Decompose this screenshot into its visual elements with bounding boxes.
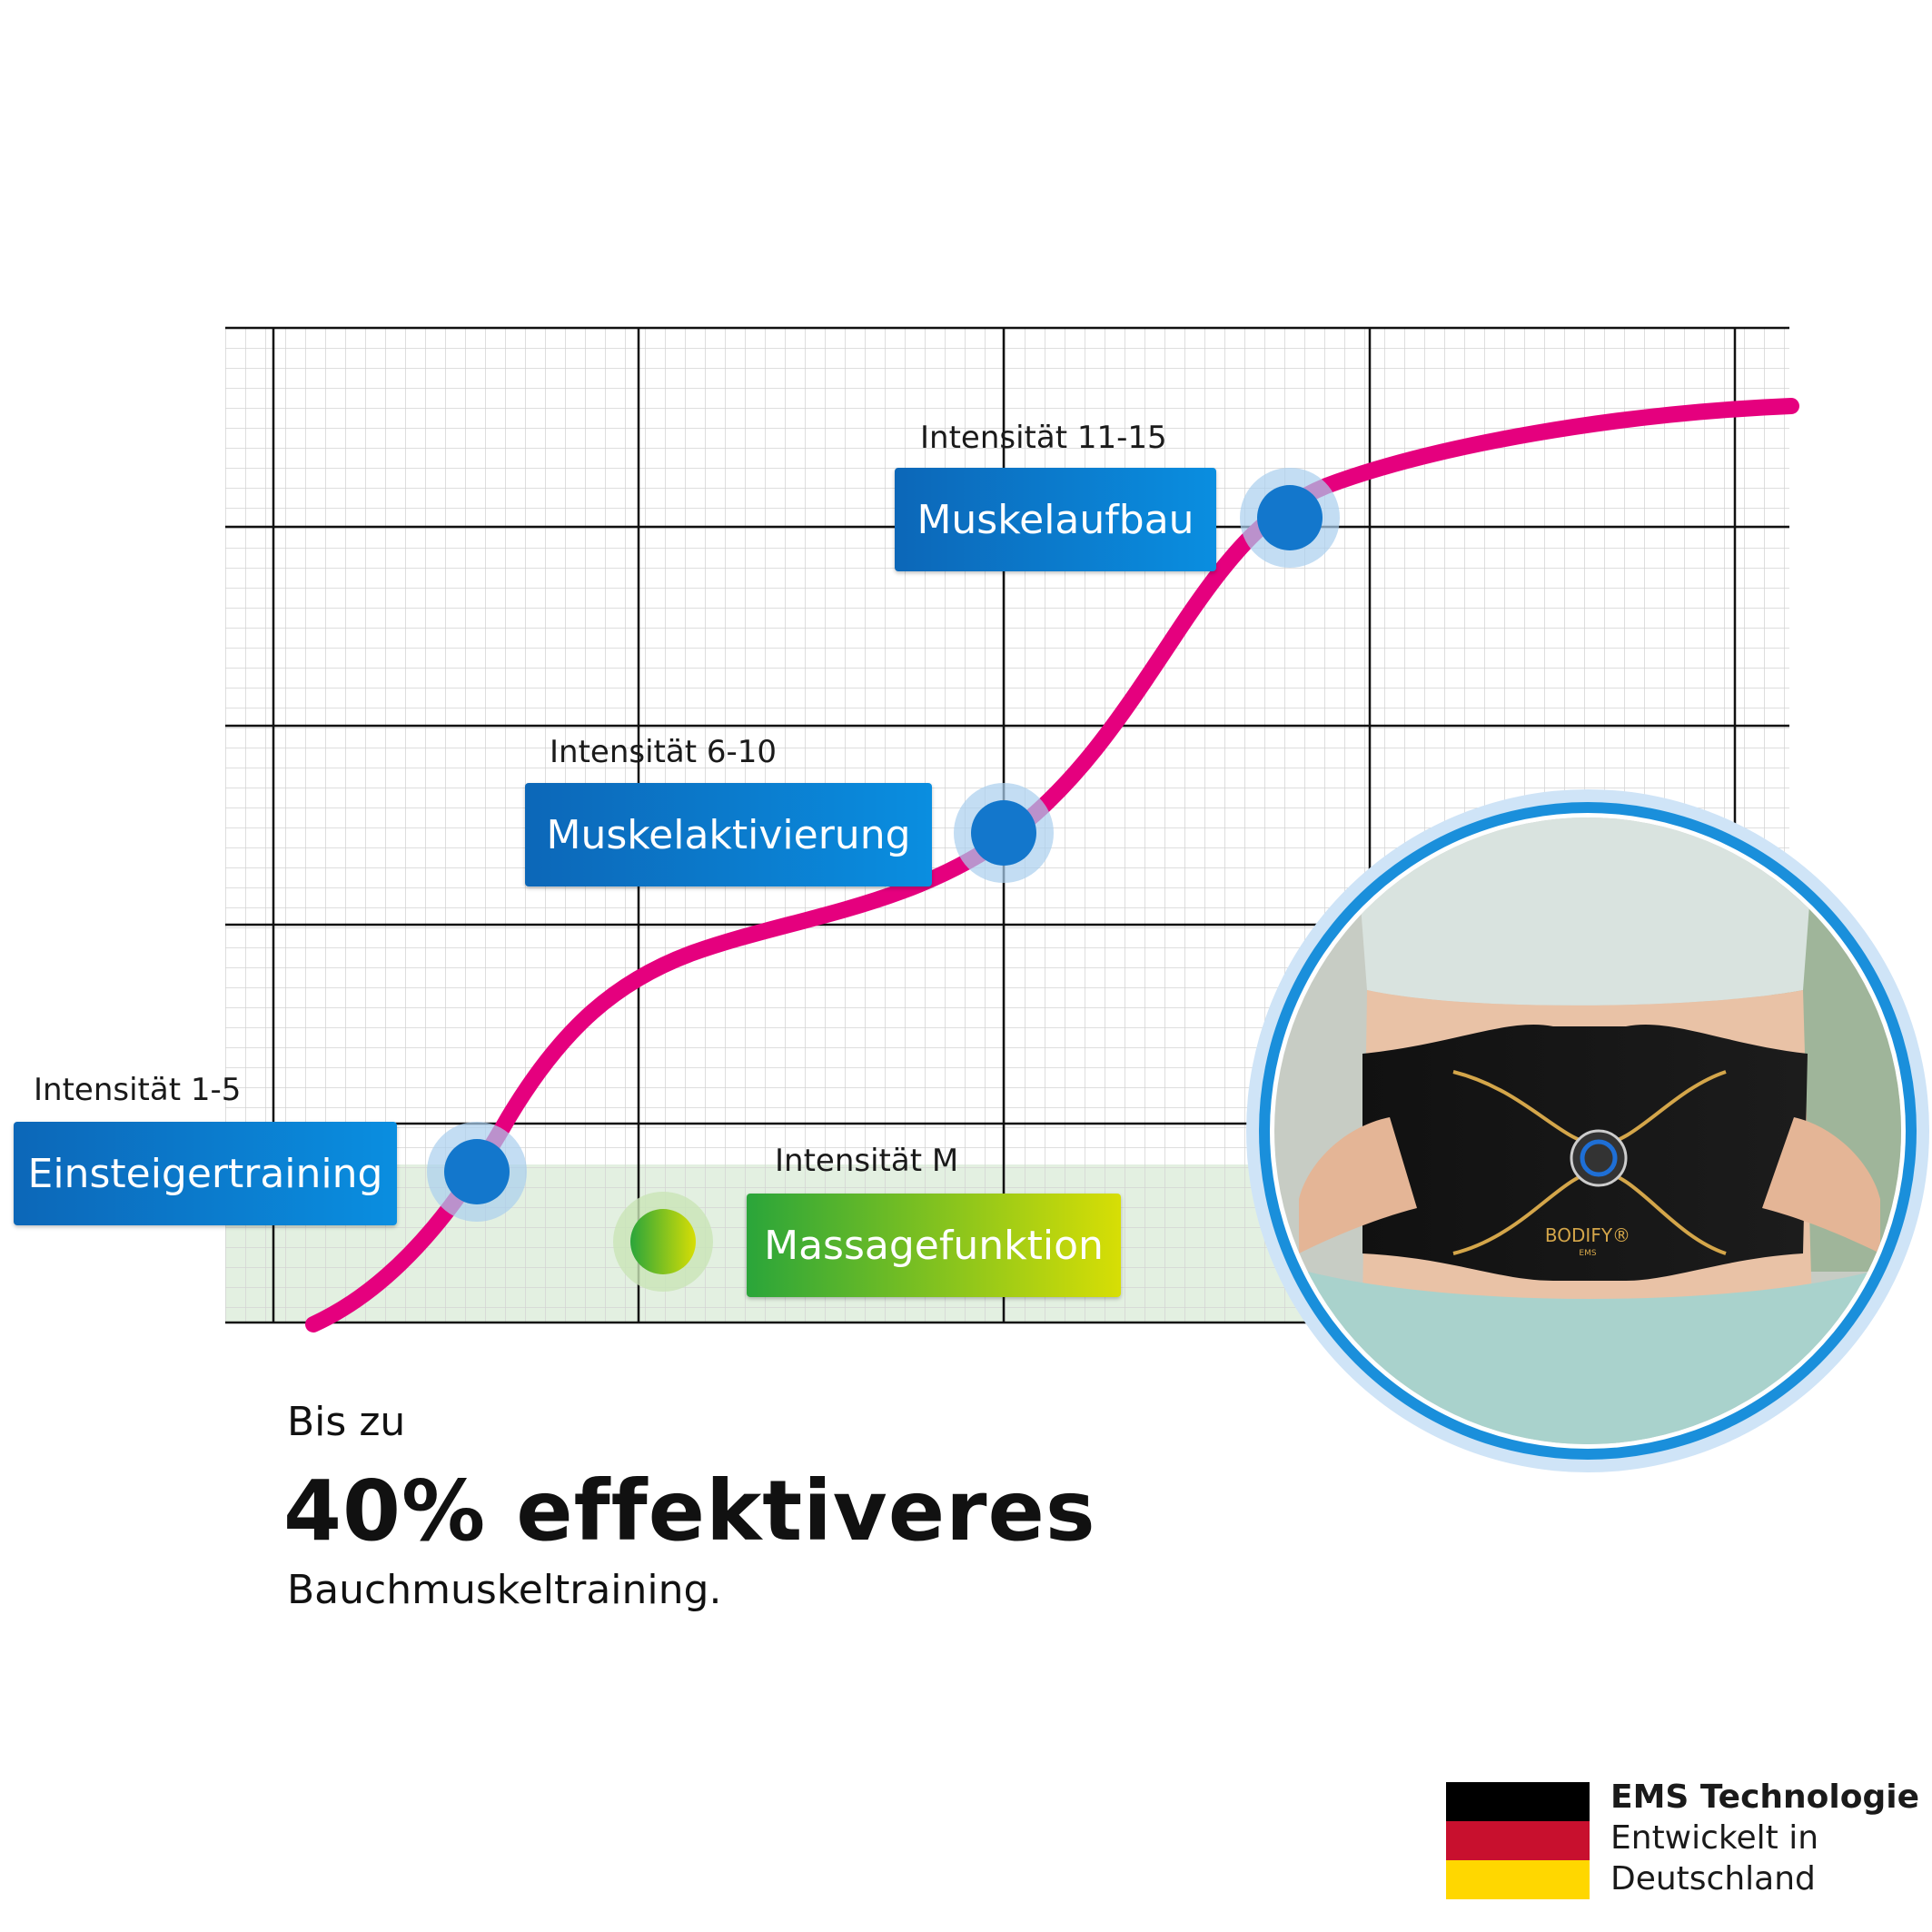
stage-2-intensity: Intensität 6-10: [550, 734, 778, 770]
stage-2-box: Muskelaktivierung: [525, 783, 932, 887]
stage-4-intensity: Intensität M: [775, 1143, 959, 1179]
stage-1-intensity: Intensität 1-5: [34, 1072, 242, 1108]
dot-einsteiger: [427, 1122, 527, 1222]
flag-stripe-gold: [1446, 1860, 1590, 1899]
product-photo: BODIFY® EMS: [1246, 789, 1929, 1472]
belt-brand: BODIFY®: [1545, 1224, 1630, 1246]
flag-stripe-red: [1446, 1821, 1590, 1860]
badge-title: EMS Technologie: [1610, 1778, 1919, 1816]
stage-3-box: Muskelaufbau: [895, 468, 1216, 571]
belt-sub: EMS: [1579, 1249, 1596, 1258]
badge-line1: Entwickelt in: [1610, 1819, 1819, 1857]
dot-aktivierung: [954, 783, 1054, 883]
headline-line1: Bis zu: [287, 1399, 406, 1445]
flag-stripe-black: [1446, 1782, 1590, 1821]
stage-1-box: Einsteigertraining: [14, 1122, 397, 1225]
badge-line2: Deutschland: [1610, 1860, 1816, 1897]
dot-aufbau: [1240, 468, 1340, 568]
stage-3-intensity: Intensität 11-15: [920, 420, 1167, 456]
dot-massage: [613, 1192, 713, 1292]
headline-line2: 40% effektiveres: [283, 1462, 1096, 1560]
stage-4-box: Massagefunktion: [747, 1194, 1121, 1297]
headline-line3: Bauchmuskeltraining.: [287, 1567, 722, 1613]
